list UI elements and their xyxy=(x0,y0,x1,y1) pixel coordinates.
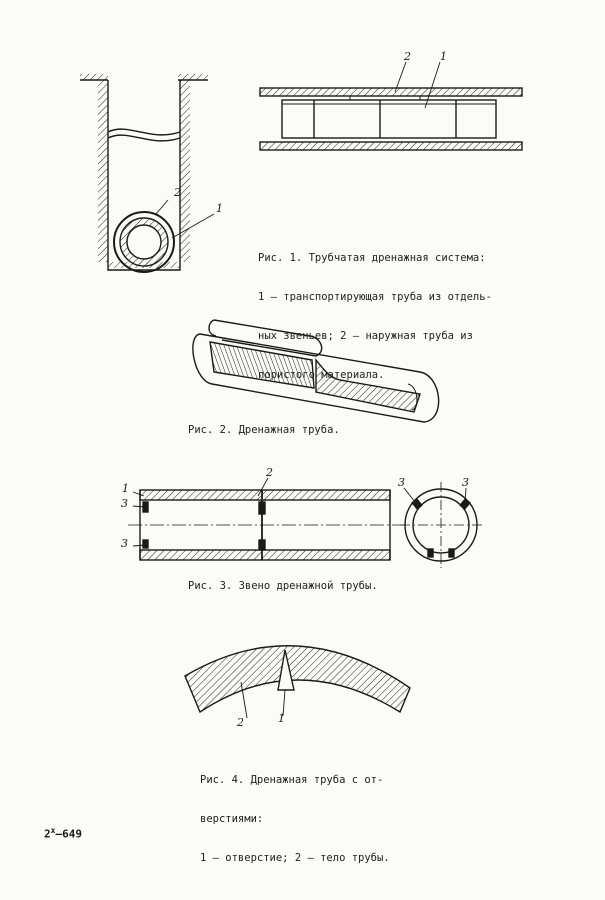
fig1-caption-line-2: 1 – транспортирующая труба из отдель- xyxy=(258,291,492,303)
fig3-caption: Рис. 3. Звено дренажной трубы. xyxy=(188,580,378,592)
fig1-caption-line-1: Рис. 1. Трубчатая дренажная система: xyxy=(258,252,486,264)
fig1-caption-line-3: ных звеньев; 2 – наружная труба из xyxy=(258,330,473,342)
fig4-caption: Рис. 4. Дренажная труба с от- верстиями:… xyxy=(200,748,390,878)
fig2-caption: Рис. 2. Дренажная труба. xyxy=(188,424,340,436)
fig1-trench-section xyxy=(80,74,215,273)
fig3-label-1: 1 xyxy=(122,482,129,495)
page-number-base: 2 xyxy=(44,827,51,841)
page-number-rest: –649 xyxy=(55,827,82,841)
fig3-label-3-top: 3 xyxy=(121,497,128,510)
fig4-label-2: 2 xyxy=(237,716,244,729)
fig1-label-1: 1 xyxy=(216,202,223,215)
fig1-caption: Рис. 1. Трубчатая дренажная система: 1 –… xyxy=(258,226,492,395)
fig1-label-2-long: 2 xyxy=(404,50,411,63)
fig3-label-2: 2 xyxy=(266,466,273,479)
fig3-ring-label-3-right: 3 xyxy=(462,476,469,489)
fig1-label-1-long: 1 xyxy=(440,50,447,63)
fig3-label-3-bottom: 3 xyxy=(121,537,128,550)
page-number: 2x–649 xyxy=(44,826,82,841)
fig3-ring-label-3-left: 3 xyxy=(398,476,405,489)
fig4-caption-line-2: верстиями: xyxy=(200,813,264,825)
fig2-perspective-pipe xyxy=(192,319,440,423)
page-number-sup: x xyxy=(50,826,56,835)
fig3-pipe-link xyxy=(128,477,404,561)
fig4-label-1: 1 xyxy=(278,712,285,725)
fig1-label-2: 2 xyxy=(174,186,181,199)
fig4-arc-section xyxy=(184,645,411,719)
fig1-longitudinal-pipe xyxy=(259,61,523,151)
fig4-caption-line-1: Рис. 4. Дренажная труба с от- xyxy=(200,774,384,786)
fig3-ring-section xyxy=(400,482,482,568)
fig4-caption-line-3: 1 – отверстие; 2 – тело трубы. xyxy=(200,852,390,864)
fig1-caption-line-4: пористого материала. xyxy=(258,369,385,381)
